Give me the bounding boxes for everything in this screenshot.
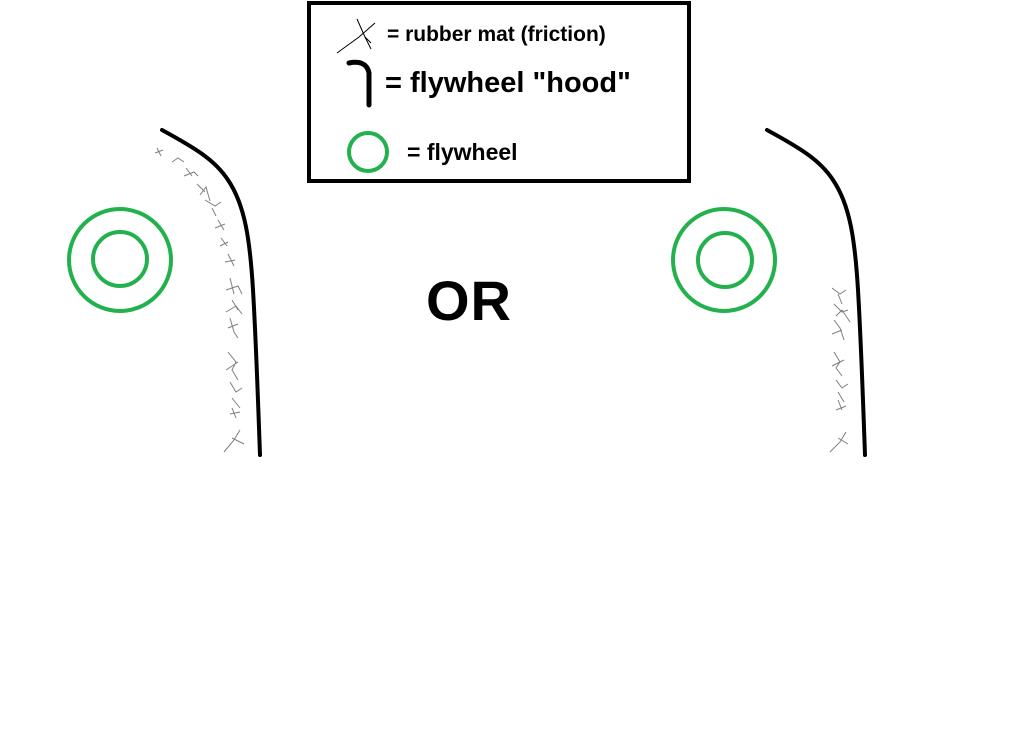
- flywheel-icon: [347, 131, 389, 173]
- legend-item-flywheel: = flywheel: [345, 129, 518, 175]
- legend-item-rubber-mat: = rubber mat (friction): [335, 15, 606, 55]
- hood-left: [160, 128, 262, 457]
- hood-right: [765, 128, 867, 457]
- flywheel-right: [671, 207, 777, 313]
- rubber-mat-left: [154, 147, 245, 453]
- legend-label-rubber-mat: = rubber mat (friction): [387, 23, 606, 46]
- hood-icon: [346, 59, 372, 108]
- flywheel-left: [67, 207, 173, 313]
- rubber-mat-icon: [336, 18, 376, 54]
- legend-label-hood: = flywheel "hood": [385, 66, 631, 99]
- or-separator-label: OR: [426, 269, 512, 332]
- option-left: [67, 128, 262, 457]
- rubber-mat-right: [829, 287, 851, 453]
- option-right: [671, 128, 867, 457]
- legend-box: = rubber mat (friction) = flywheel "hood…: [307, 1, 691, 183]
- legend-label-flywheel: = flywheel: [407, 138, 518, 165]
- legend-item-hood: = flywheel "hood": [345, 57, 631, 109]
